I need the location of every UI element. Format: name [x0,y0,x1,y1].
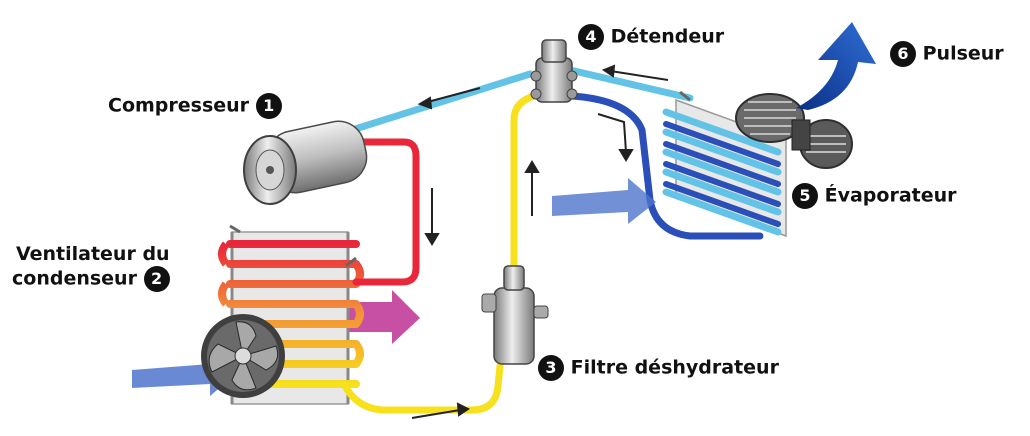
cold-air-arrow-evaporator [552,178,656,224]
suction-line-evap [566,66,694,102]
pulseur-arrow [796,22,876,110]
label-ventilateur: Ventilateur du condenseur 2 [12,243,170,292]
pulseur-text: Pulseur [922,42,1004,65]
expansion-valve [530,39,578,103]
detendeur-text: Détendeur [610,25,725,48]
liquid-line-up [510,92,538,274]
ventilateur-badge: 2 [143,266,170,292]
compresseur-badge: 1 [255,93,282,119]
label-compresseur: Compresseur 1 [108,93,282,119]
evaporateur-badge: 5 [792,183,818,209]
label-detendeur: 4 Détendeur [578,24,724,50]
liquid-line [340,362,504,414]
pulseur-badge: 6 [890,41,916,67]
label-evaporateur: 5 Évaporateur [792,183,957,209]
evaporateur-text: Évaporateur [824,184,957,207]
receiver-drier [481,265,549,365]
compresseur-text: Compresseur [108,94,250,117]
ventilateur-line2: condenseur [12,267,137,290]
label-filtre: 3 Filtre déshydrateur [538,355,779,381]
blower [735,93,853,169]
suction-line [348,70,534,134]
condenser-fan [201,314,285,398]
label-pulseur: 6 Pulseur [890,41,1004,67]
ventilateur-line1: Ventilateur du [15,243,170,265]
filtre-badge: 3 [538,355,564,381]
flow-arrows [411,64,669,419]
filtre-text: Filtre déshydrateur [570,356,779,379]
low-pressure-line [568,92,764,240]
hot-discharge-line [352,138,420,286]
compressor [243,120,368,205]
detendeur-badge: 4 [578,24,604,50]
